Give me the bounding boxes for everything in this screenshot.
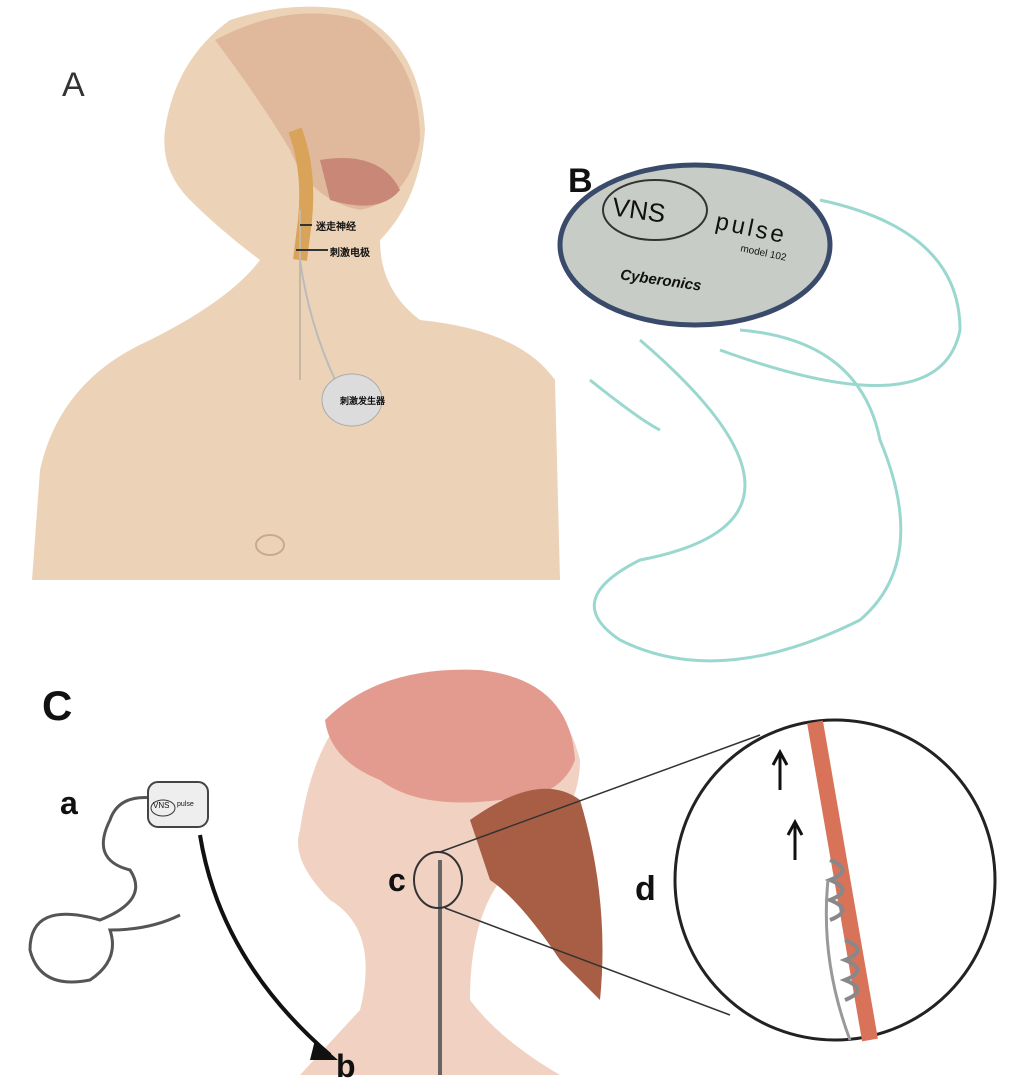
label-vagus-nerve: 迷走神经 xyxy=(316,222,356,233)
brain-shape xyxy=(215,13,420,211)
panel-label-a: A xyxy=(62,66,85,104)
small-device-logo: VNS xyxy=(153,801,170,810)
small-device-name: pulse xyxy=(177,801,194,808)
zoom-circle-small xyxy=(413,851,463,909)
panel-b-device xyxy=(557,162,962,663)
signal-arrows xyxy=(771,748,804,860)
brainstem xyxy=(288,127,314,261)
panel-c-anatomy xyxy=(28,669,997,1075)
label-b: b xyxy=(336,1048,356,1084)
label-electrode: 刺激电极 xyxy=(330,248,370,259)
label-a: a xyxy=(60,785,78,821)
panel-a-anatomy xyxy=(32,6,560,580)
vns-logo-circle xyxy=(602,179,708,241)
cerebellum xyxy=(320,158,400,206)
vagus-nerve xyxy=(807,720,878,1042)
label-generator: 刺激发生器 xyxy=(340,396,386,406)
panel-label-b: B xyxy=(568,162,593,200)
device-lead-coil xyxy=(28,796,181,984)
lead-coil xyxy=(592,328,903,663)
implanted-generator xyxy=(321,373,383,427)
label-d: d xyxy=(635,870,656,908)
brain xyxy=(325,669,575,803)
pulse-generator-device xyxy=(557,162,833,328)
label-c: c xyxy=(388,862,406,898)
implant-arrow xyxy=(198,834,332,1057)
ponytail xyxy=(470,788,603,1000)
navel xyxy=(255,534,285,556)
electrode-coil xyxy=(824,858,860,1002)
lead-wire xyxy=(299,259,341,391)
panel-label-c: C xyxy=(42,682,73,729)
